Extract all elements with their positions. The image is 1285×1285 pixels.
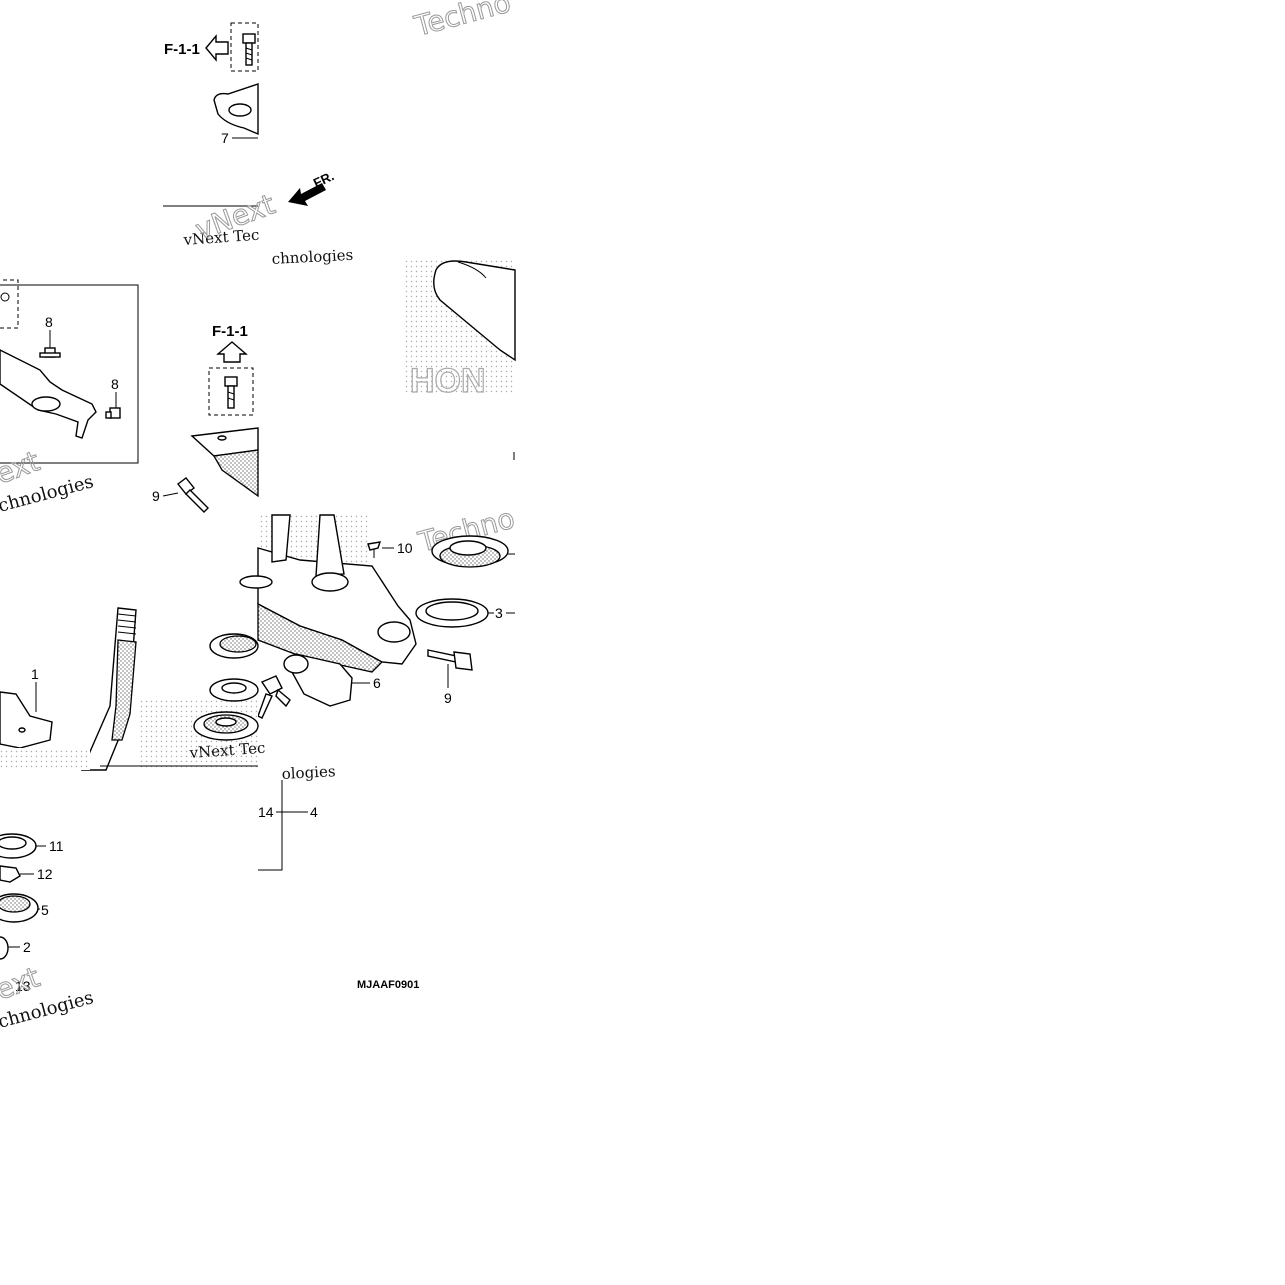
part-label-10: 10 (397, 540, 413, 556)
key-icon (257, 675, 291, 719)
bolt-icon (242, 33, 256, 66)
part-label-12: 12 (37, 866, 53, 882)
tile-top-middle: Techno FR. (288, 0, 515, 206)
part-label-14: 14 (258, 804, 274, 820)
part-label-6: 6 (373, 675, 381, 691)
bearing-race-part-2 (0, 936, 20, 960)
arrow-up-outline-icon (216, 341, 248, 363)
diagram-code: MJAAF0901 (357, 979, 419, 991)
ref-label-f11-upper: F-1-1 (212, 323, 248, 340)
tile-lower-middle: ologies 14 4 MJAAF0901 (258, 762, 419, 991)
steering-lock-part-6 (283, 653, 370, 707)
watermark-ext-2: ext (0, 960, 44, 1006)
watermark-vnext-tec: vNext Tec (182, 226, 260, 249)
small-bolt-part-8a (39, 330, 61, 358)
bracket-hole (228, 103, 252, 117)
svg-text:HON: HON (410, 362, 486, 400)
tile-top-strip: F-1-1 7 vNext Tec vNext (163, 22, 280, 249)
watermark-chnologies-1: chnologies (271, 246, 353, 268)
tile-center: Techno 10 3 9 (257, 501, 519, 719)
part-label-8-upper: 8 (45, 314, 53, 330)
watermark-ext-1: ext (0, 444, 44, 490)
part-label-4: 4 (310, 804, 318, 820)
part-label-5: 5 (41, 902, 49, 918)
part-label-8-lower: 8 (111, 376, 119, 392)
part-label-9-right: 9 (444, 690, 452, 706)
ref-label-f11-left: F-1-1 (164, 41, 200, 58)
stay-bracket-part (0, 349, 97, 439)
top-bridge-part (433, 260, 516, 362)
part-label-13: 13 (15, 978, 31, 994)
tile-top-bridge: HON (405, 258, 516, 460)
part-label-1: 1 (31, 666, 39, 682)
stacked-bearing-parts (193, 575, 273, 741)
part-label-2: 2 (23, 939, 31, 955)
upper-bearing-part (431, 535, 515, 568)
front-direction-arrow-icon (288, 183, 326, 206)
watermark-ologies: ologies (281, 762, 336, 783)
tile-left-lower: 1 vNext Tec (0, 575, 273, 771)
part-label-9-left: 9 (152, 488, 160, 504)
long-bolt-part-9a (177, 477, 209, 513)
small-bolt-part-8b (105, 392, 121, 419)
adjust-nut-part-5 (0, 893, 40, 923)
bolt-icon-2 (224, 376, 238, 409)
screw-part-10 (367, 541, 394, 558)
watermark-techno-top: Techno (410, 0, 514, 43)
dust-seal-part-3 (415, 598, 515, 628)
lock-nut-part-11 (0, 833, 46, 859)
watermark-vnext-tec-lower: vNext Tec (188, 739, 266, 762)
front-label: FR. (311, 168, 336, 190)
part-label-11: 11 (49, 838, 64, 854)
tile-left-bottom: 11 12 5 2 13 ext chnologies (0, 833, 96, 1033)
lower-plate-part-1 (0, 691, 53, 749)
bolt-callout-box-2 (208, 367, 254, 416)
bolt-callout-box (230, 22, 259, 72)
washer-part-12 (0, 865, 34, 883)
part-label-7: 7 (221, 130, 229, 146)
tile-left-middle: chnologies 8 8 F-1-1 (0, 246, 354, 517)
arrow-left-outline-icon (205, 34, 229, 62)
part-label-3: 3 (495, 605, 503, 621)
long-bolt-part-9b (427, 649, 473, 688)
